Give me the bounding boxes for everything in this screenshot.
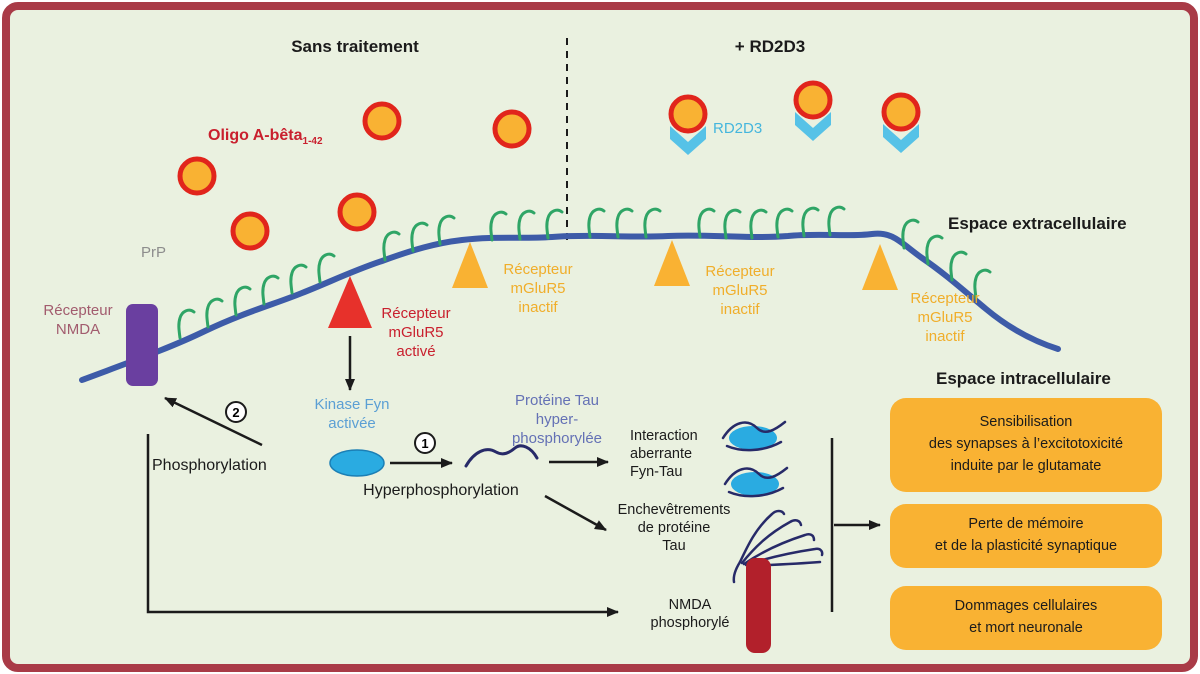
rd2d3-molecule: [883, 124, 919, 153]
intracellular-space-label: Espace intracellulaire: [936, 369, 1111, 388]
abeta-oligomer: [177, 156, 217, 196]
step-1-badge: 1: [414, 432, 436, 454]
abeta-oligomer: [492, 109, 532, 149]
mglur5-inactive-shape: [452, 242, 488, 288]
prp-label: PrP: [141, 244, 167, 261]
abeta-oligomer: [362, 101, 402, 141]
right-condition-title: + RD2D3: [734, 37, 806, 56]
abeta-oligomer: [793, 80, 833, 120]
tau-hyper-label: Protéine Tau hyper- phosphorylée: [511, 392, 603, 447]
rd2d3-label: RD2D3: [713, 120, 763, 137]
mglur5-inactive-shape: [654, 240, 690, 286]
mglur5-inactive-label: Récepteur mGluR5 inactif: [705, 263, 775, 318]
abeta-subscript: 1-42: [302, 136, 323, 148]
abeta-oligomer-label: Oligo A-bêta1-42: [208, 106, 323, 149]
nmda-receptor-shape: [126, 304, 158, 386]
mglur5-inactive-label: Récepteur mGluR5 inactif: [910, 290, 980, 345]
mglur5-active-label: Récepteur mGluR5 activé: [381, 305, 451, 360]
hyperphosphorylation-label: Hyperphosphorylation: [363, 482, 519, 499]
arrow-tau-to-tangles: [544, 494, 607, 532]
tau-tangles-label: Enchevêtrements de protéine Tau: [617, 502, 731, 555]
kinase-fyn-label: Kinase Fyn activée: [314, 396, 390, 432]
mglur5-inactive-label: Récepteur mGluR5 inactif: [503, 261, 573, 316]
outcome-box-memory-loss: Perte de mémoire et de la plasticité syn…: [890, 504, 1162, 568]
fyn-tau-interaction-label: Interaction aberrante Fyn-Tau: [630, 428, 698, 481]
nmda-receptor-label: Récepteur NMDA: [43, 302, 113, 338]
abeta-oligomers-left: [177, 101, 532, 251]
phospho-nmda-shape: [746, 558, 771, 653]
abeta-oligomers-rd2d3: [668, 80, 921, 155]
abeta-oligomer: [337, 192, 377, 232]
extracellular-space-label: Espace extracellulaire: [948, 214, 1127, 233]
rd2d3-molecule: [795, 112, 831, 141]
abeta-oligomer: [668, 94, 708, 134]
phosphorylation-label: Phosphorylation: [152, 457, 267, 474]
abeta-oligomer: [230, 211, 270, 251]
arrow-fyn-to-nmda: [164, 396, 263, 447]
abeta-oligomer-label-text: Oligo A-bêta: [208, 127, 303, 144]
step-2-badge: 2: [225, 401, 247, 423]
rd2d3-molecule: [670, 126, 706, 155]
left-condition-title: Sans traitement: [291, 37, 419, 56]
tau-tangle-shape: [732, 509, 824, 584]
mglur5-inactive-shape: [862, 244, 898, 290]
mglur5-active-shape: [328, 276, 372, 328]
tau-protein-shape: [464, 444, 539, 468]
nmda-phospho-label: NMDA phosphorylé: [650, 597, 730, 632]
fyn-tau-complex: [721, 420, 787, 452]
arrow-phospho-to-nmda: [146, 434, 619, 617]
outcome-box-excitotoxicity: Sensibilisation des synapses à l’excitot…: [890, 398, 1162, 492]
fyn-tau-complex: [723, 466, 789, 498]
fyn-kinase-shape: [329, 449, 385, 477]
outcome-box-cell-death: Dommages cellulaires et mort neuronale: [890, 586, 1162, 650]
abeta-oligomer: [881, 92, 921, 132]
